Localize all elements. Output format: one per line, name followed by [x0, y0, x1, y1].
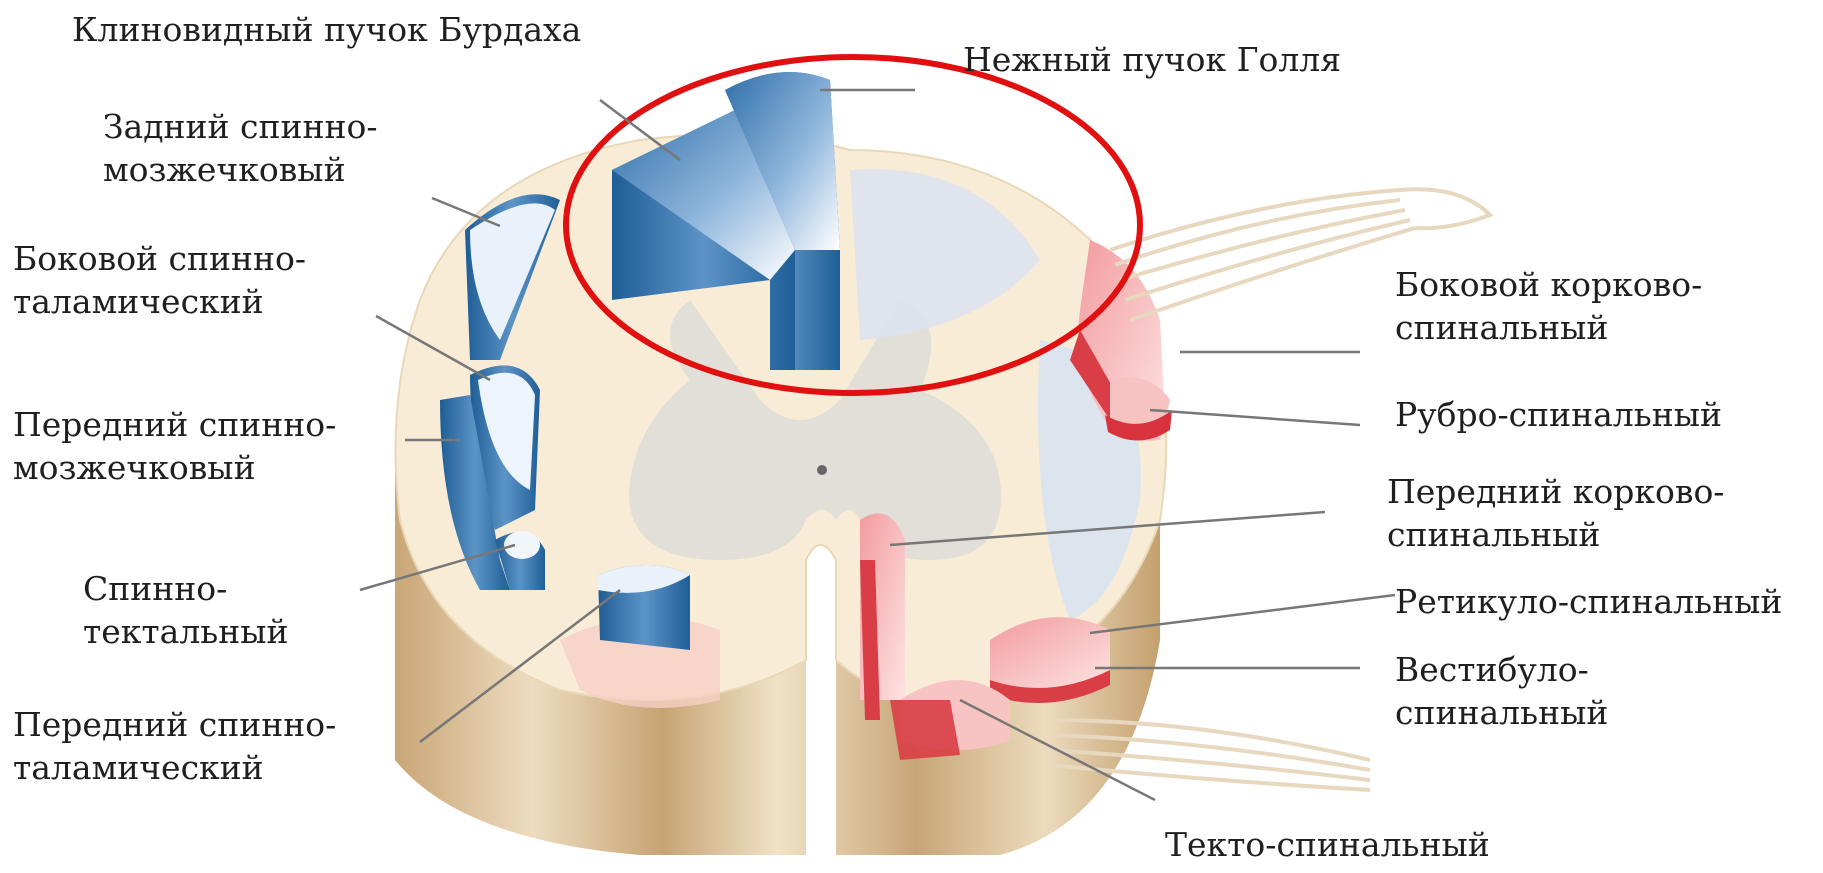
label-ant-corticospinal: Передний корково- спинальный [1387, 470, 1724, 556]
label-post-spinocerebellar: Задний спинно- мозжечковый [103, 105, 378, 191]
label-line-2: мозжечковый [13, 446, 336, 489]
label-line-1: Боковой спинно- [13, 237, 306, 280]
label-line-2: таламический [13, 746, 336, 789]
label-line-2: мозжечковый [103, 148, 378, 191]
label-goll: Нежный пучок Голля [963, 38, 1341, 81]
label-line-2: таламический [13, 280, 306, 323]
label-lat-spinothalamic: Боковой спинно- таламический [13, 237, 306, 323]
label-line-1: Вестибуло- [1395, 648, 1608, 691]
label-burdach: Клиновидный пучок Бурдаха [72, 8, 581, 51]
label-ant-spinothalamic: Передний спинно- таламический [13, 703, 336, 789]
label-rubrospinal-line: Рубро-спинальный [1395, 393, 1722, 436]
label-spinotectal: Спинно- тектальный [83, 567, 289, 653]
label-goll-line: Нежный пучок Голля [963, 38, 1341, 81]
label-rubrospinal: Рубро-спинальный [1395, 393, 1722, 436]
label-line-1: Передний спинно- [13, 403, 336, 446]
label-line-2: спинальный [1395, 306, 1702, 349]
label-tectospinal-line: Текто-спинальный [1165, 823, 1490, 866]
label-burdach-line: Клиновидный пучок Бурдаха [72, 8, 581, 51]
label-line-1: Передний спинно- [13, 703, 336, 746]
label-vestibulospinal: Вестибуло- спинальный [1395, 648, 1608, 734]
anterior-spinothalamic-tract [598, 565, 690, 650]
label-lat-corticospinal: Боковой корково- спинальный [1395, 263, 1702, 349]
central-canal [817, 465, 827, 475]
label-line-1: Спинно- [83, 567, 289, 610]
label-line-1: Задний спинно- [103, 105, 378, 148]
label-line-2: тектальный [83, 610, 289, 653]
anterior-median-fissure [806, 530, 836, 860]
label-tectospinal: Текто-спинальный [1165, 823, 1490, 866]
label-ant-spinocerebellar: Передний спинно- мозжечковый [13, 403, 336, 489]
label-line-1: Передний корково- [1387, 470, 1724, 513]
label-line-1: Боковой корково- [1395, 263, 1702, 306]
label-line-2: спинальный [1395, 691, 1608, 734]
label-reticulospinal-line: Ретикуло-спинальный [1395, 580, 1782, 623]
label-line-2: спинальный [1387, 513, 1724, 556]
reticulospinal-tract [990, 617, 1110, 703]
leader-rubrospinal [1150, 410, 1360, 425]
label-reticulospinal: Ретикуло-спинальный [1395, 580, 1782, 623]
